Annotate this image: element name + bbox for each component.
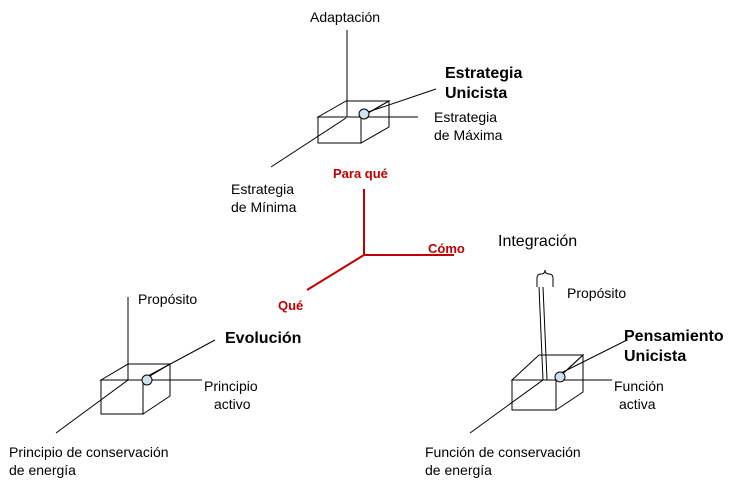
top-cube-diagonal-axis [270, 117, 347, 168]
axis-como-label: Cómo [428, 241, 465, 256]
top-cube-pointer [364, 88, 437, 114]
center-axes [306, 189, 454, 291]
left-cube-top [99, 363, 172, 381]
axis-para-que-label: Para qué [333, 166, 388, 181]
integration-brace-icon [536, 269, 554, 287]
right-cube-pointer [560, 339, 628, 374]
left-cube-bottom-line1: Principio de conservación [9, 444, 169, 460]
left-cube-proposito-label: Propósito [138, 291, 198, 307]
top-cube-group [270, 30, 437, 168]
axis-que [306, 254, 365, 291]
left-cube-group [55, 297, 216, 434]
left-cube-bottom-line2: de energía [9, 462, 76, 478]
right-cube-diagonal-axis [469, 379, 544, 434]
top-cube-sphere [358, 108, 370, 120]
left-cube-diagonal-axis [55, 379, 129, 434]
top-cube-title-line1: Estrategia [445, 65, 523, 82]
left-cube-sphere [141, 374, 153, 386]
top-cube-adaptacion-label: Adaptación [310, 9, 381, 25]
right-cube-integracion-label: Integración [498, 233, 578, 250]
right-cube-title-line1: Pensamiento [624, 328, 724, 345]
top-cube-title-line2: Unicista [445, 85, 508, 102]
right-cube-front [511, 379, 557, 411]
left-cube-right-line2: activo [214, 396, 251, 412]
top-cube-side [360, 100, 390, 144]
right-cube-right-line1: Función [614, 378, 664, 394]
left-cube-right-line1: Principio [204, 378, 258, 394]
left-cube-title: Evolución [225, 330, 302, 347]
right-cube-bottom-line1: Función de conservación [425, 444, 581, 460]
right-cube-sphere [554, 371, 566, 383]
top-cube-min-line2: de Mínima [231, 199, 297, 215]
right-cube-side [555, 353, 584, 411]
left-cube-front [100, 379, 144, 415]
top-cube-max-line2: de Máxima [434, 127, 503, 143]
right-cube-right-line2: activa [619, 396, 656, 412]
right-cube-integration-line-1 [538, 286, 544, 381]
axis-que-label: Qué [278, 298, 304, 313]
top-cube-min-line1: Estrategia [231, 181, 295, 197]
right-cube-group [469, 269, 628, 434]
right-cube-integration-line-2 [542, 286, 548, 381]
top-cube-max-line1: Estrategia [434, 109, 498, 125]
top-cube-front [317, 116, 362, 144]
right-cube-proposito-label: Propósito [567, 285, 627, 301]
right-cube-title-line2: Unicista [624, 348, 687, 365]
right-cube-bottom-line2: de energía [425, 462, 492, 478]
left-cube-pointer [147, 339, 216, 377]
